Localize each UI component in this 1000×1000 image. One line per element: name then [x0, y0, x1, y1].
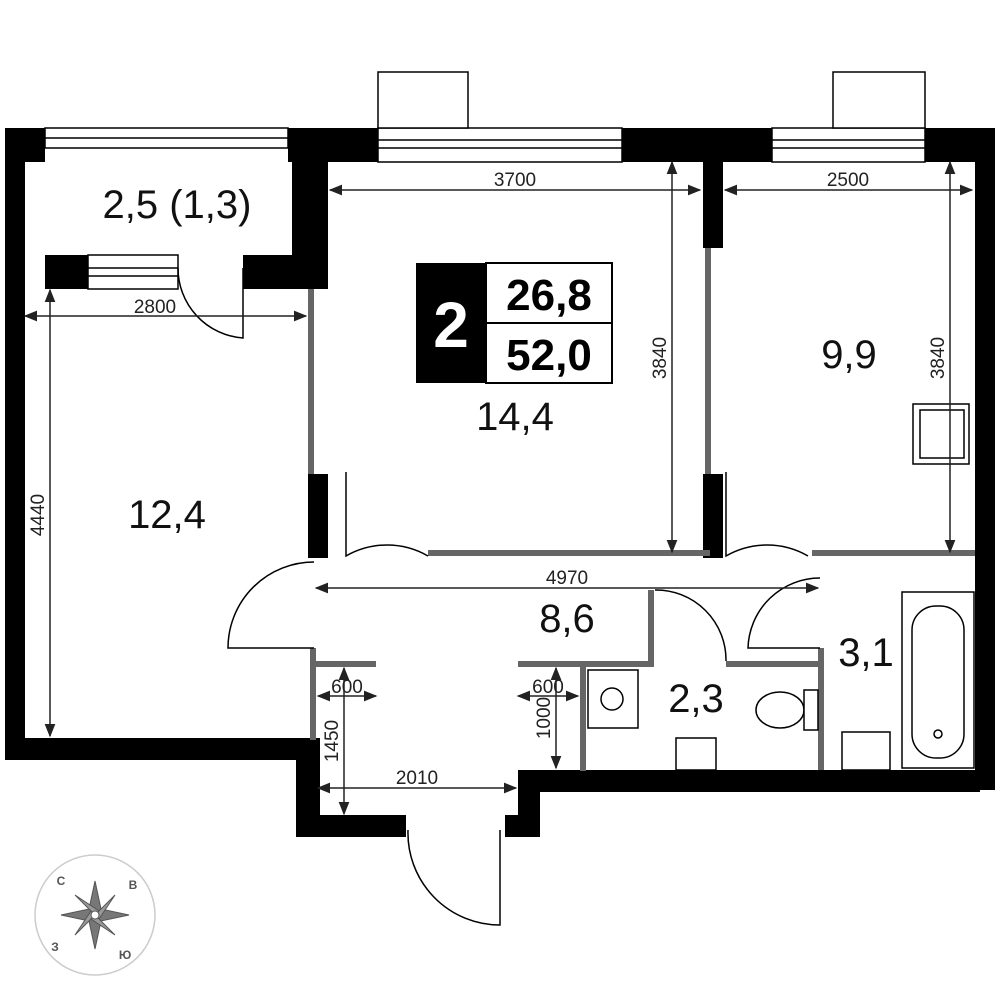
windows: [44, 71, 926, 290]
dim-entry-width: 2010: [396, 768, 438, 789]
dim-entry-depth: 1450: [322, 720, 343, 762]
interior-walls: [308, 248, 975, 771]
area-badge: 2 26,8 52,0: [416, 262, 613, 384]
sink-bath: [841, 731, 891, 771]
badge-living-area: 26,8: [506, 271, 592, 320]
room-area-balcony: 2,5 (1,3): [103, 183, 252, 227]
compass-south: Ю: [119, 948, 131, 962]
dim-left-width: 2800: [134, 297, 176, 318]
dim-living-width: 3700: [494, 170, 536, 191]
toilet-bowl: [755, 691, 805, 729]
room-area-living: 14,4: [476, 395, 554, 439]
badge-rooms-count: 2: [433, 289, 469, 361]
room-area-bathroom: 3,1: [838, 631, 894, 675]
dimension-labels: 3700 2500 2800 3840 3840 4440 4970 600 6…: [28, 170, 949, 789]
dim-living-depth: 3840: [650, 337, 671, 379]
dim-niche-depth: 1000: [534, 697, 555, 739]
compass-west: З: [51, 940, 59, 954]
dim-left-depth: 4440: [28, 494, 49, 536]
dim-right-width: 2500: [827, 170, 869, 191]
sink-toilet: [675, 737, 717, 771]
dim-hall-width: 4970: [546, 568, 588, 589]
compass-north: С: [57, 874, 66, 888]
exterior-walls: [5, 128, 995, 837]
dim-right-depth: 3840: [928, 337, 949, 379]
dim-niche-left: 600: [331, 677, 363, 698]
dim-niche-right: 600: [532, 677, 564, 698]
compass-icon: С В Ю З: [34, 854, 156, 976]
room-area-hallway: 8,6: [539, 597, 595, 641]
room-area-bedroom-right: 9,9: [821, 333, 877, 377]
room-area-bedroom-left: 12,4: [128, 493, 206, 537]
compass-east: В: [129, 878, 138, 892]
plumbing: [587, 403, 975, 771]
badge-total-area: 52,0: [506, 331, 592, 380]
room-area-toilet: 2,3: [668, 677, 724, 721]
dimension-lines: [23, 160, 974, 816]
room-labels: 2,5 (1,3) 12,4 14,4 9,9 8,6 2,3 3,1: [103, 183, 894, 721]
